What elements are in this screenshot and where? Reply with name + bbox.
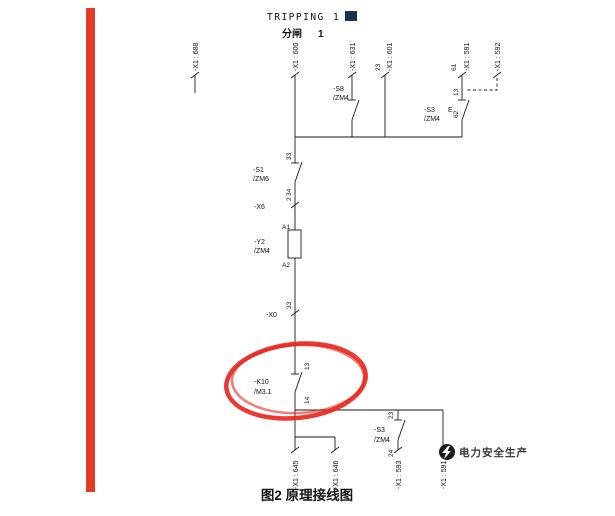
- lightning-bolt-icon: [442, 446, 451, 459]
- s3-top-suffix: E: [448, 107, 453, 114]
- terminal-tick-593: [393, 446, 403, 454]
- pin-label-61: 61: [451, 63, 458, 71]
- component-s3-top: -S3 E /ZM4 13 62: [424, 88, 470, 123]
- terminal-label-592: -X1 : 592: [495, 42, 502, 71]
- s3-top-name: -S3: [424, 107, 435, 114]
- s3-top-switch-blade: [461, 99, 470, 121]
- y2-pin-a2: A2: [282, 262, 290, 269]
- x6-name: -X6: [254, 204, 265, 211]
- s8-switch-blade: [351, 99, 360, 121]
- component-s3-bottom: 23 24 -S3 /ZM4: [374, 411, 406, 457]
- page-title-number: 1: [333, 12, 340, 23]
- terminal-tick-646: [330, 446, 340, 454]
- terminal-tick-631: [347, 71, 357, 79]
- terminal-tick-600: [290, 71, 300, 79]
- component-s1: 33 34 -S1 /ZM6: [253, 152, 303, 196]
- s8-location: /ZM4: [333, 95, 349, 102]
- s1-switch-blade: [294, 161, 303, 183]
- header: TRIPPING 1 分闸 1: [267, 11, 357, 40]
- terminal-tick-x0: [290, 309, 300, 317]
- terminal-label-631: -X1 : 631: [350, 42, 357, 71]
- top-terminal-labels: -X1 : 688 -X1 : 600 -X1 : 631 23 -X1 : 6…: [193, 42, 502, 71]
- s3-bottom-location: /ZM4: [374, 437, 390, 444]
- header-badge: [345, 11, 357, 21]
- terminal-label-646: -X1 : 646: [333, 460, 340, 489]
- s8-name: -S8: [333, 86, 344, 93]
- y2-pin-a1: A1: [282, 224, 290, 231]
- s1-pin-34: 34: [286, 188, 293, 196]
- page-title: TRIPPING: [267, 12, 325, 23]
- pin-label-23-top: 23: [375, 63, 382, 71]
- component-k10: 13 14 -K10 /M3.1: [254, 362, 311, 404]
- red-accent-bar: [86, 8, 95, 492]
- s1-name: -S1: [253, 167, 264, 174]
- terminal-label-593: -X1 : 593: [396, 460, 403, 489]
- bottom-terminal-labels: -X1 : 645 -X1 : 646 -X1 : 593 -X1 : 591: [293, 460, 448, 489]
- k10-pin-13: 13: [304, 362, 311, 370]
- k10-pin-14: 14: [304, 396, 311, 404]
- terminal-x6: 2 -X6: [254, 197, 293, 211]
- k10-switch-blade: [294, 371, 303, 393]
- highlight-circle-inner-stroke: [230, 343, 366, 415]
- terminal-label-591: -X1 : 591: [464, 42, 471, 71]
- watermark: 电力安全生产: [439, 444, 528, 460]
- subtitle-text: 分闸: [282, 27, 302, 40]
- s1-location: /ZM6: [253, 176, 269, 183]
- terminal-label-645: -X1 : 645: [293, 460, 300, 489]
- terminal-label-688: -X1 : 688: [193, 42, 200, 71]
- terminal-tick-x6: [290, 201, 300, 209]
- s3-bottom-switch-blade: [397, 419, 406, 441]
- terminal-marks: [190, 71, 502, 454]
- s3-top-location: /ZM4: [424, 116, 440, 123]
- terminal-tick-688: [190, 71, 200, 79]
- s1-pin-33: 33: [286, 152, 293, 160]
- k10-name: -K10: [254, 379, 269, 386]
- terminal-tick-592: [492, 71, 502, 79]
- x0-pin: 33: [286, 301, 293, 309]
- terminal-tick-591: [457, 71, 467, 79]
- wires: [194, 75, 498, 450]
- terminal-label-600: -X1 : 600: [293, 42, 300, 71]
- y2-coil-symbol: [287, 229, 302, 259]
- terminal-x0: 33 -X0: [266, 301, 293, 319]
- s3-top-pin-13: 13: [453, 88, 460, 96]
- s3-bottom-name: -S3: [374, 427, 385, 434]
- k10-location: /M3.1: [254, 389, 272, 396]
- s3-bottom-pin-23: 23: [388, 411, 395, 419]
- s3-top-pin-62: 62: [453, 110, 460, 118]
- terminal-tick-645: [290, 446, 300, 454]
- terminal-label-601: -X1 : 601: [387, 42, 394, 71]
- y2-name: -Y2: [254, 239, 265, 246]
- highlight-annotation: [224, 341, 368, 421]
- component-s8: -S8 /ZM4: [333, 86, 360, 121]
- figure-caption: 图2 原理接线图: [261, 487, 353, 503]
- terminal-label-591-bottom: -X1 : 591: [441, 460, 448, 489]
- subtitle-number: 1: [318, 29, 324, 40]
- watermark-text: 电力安全生产: [459, 446, 528, 459]
- terminal-tick-601: [380, 71, 390, 79]
- x6-pin: 2: [286, 197, 293, 201]
- x0-name: -X0: [266, 312, 277, 319]
- y2-location: /ZM4: [254, 248, 270, 255]
- wire-592-dashed-link: [466, 78, 498, 91]
- component-y2-coil: A1 A2 -Y2 /ZM4: [254, 224, 302, 269]
- s3-bottom-pin-24: 24: [388, 449, 395, 457]
